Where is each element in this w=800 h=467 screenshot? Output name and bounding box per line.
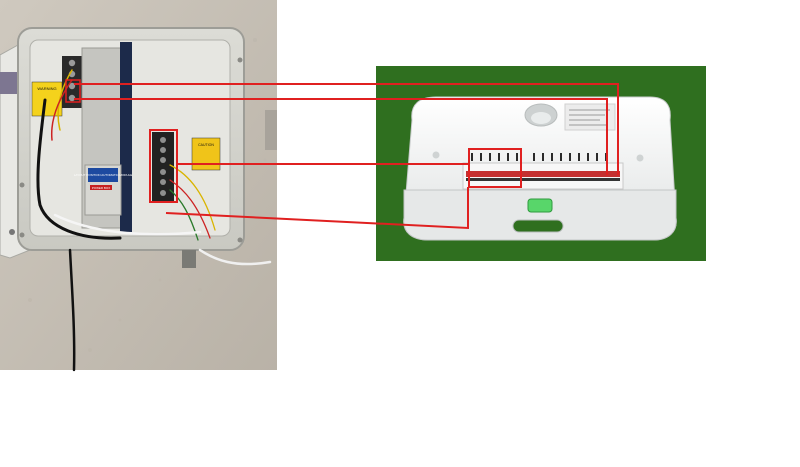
connector-lines (74, 83, 619, 230)
terminal-strip-top (62, 56, 82, 108)
terminal-slots (471, 153, 607, 161)
wires (36, 69, 272, 372)
highlight-box-right-terminals (149, 129, 178, 203)
level-bubble (527, 198, 553, 213)
wall-bracket (265, 110, 277, 150)
left-photo-controller: WARNING LAYOUT POSITION AUTOMATIC MODULE… (0, 0, 277, 372)
terminal-contacts (466, 171, 620, 177)
highlight-box-left-terminals (468, 148, 522, 188)
warning-label: WARNING (37, 86, 56, 91)
connector-line-1 (74, 83, 619, 175)
connector-line-4 (165, 187, 469, 230)
connector-line-2 (74, 98, 608, 175)
terminal-strip-right (152, 132, 174, 202)
caution-label: CAUTION (198, 143, 214, 147)
wall-texture (28, 38, 267, 352)
highlight-top-terminals (65, 79, 81, 103)
module-badge: POWER BOX (92, 186, 111, 190)
module-label: LAYOUT POSITION AUTOMATIC MODULE (74, 173, 133, 177)
bottom-slot (512, 219, 564, 233)
